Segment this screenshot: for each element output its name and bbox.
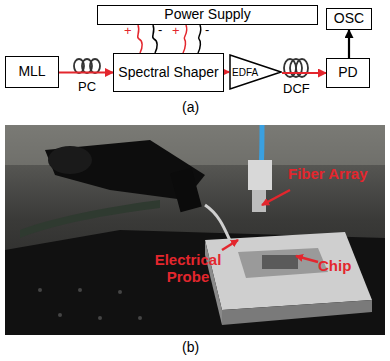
node-text: MLL	[18, 64, 45, 79]
node-text: PD	[338, 65, 357, 80]
polarity-sign: -	[205, 23, 209, 37]
power-wire	[183, 25, 187, 53]
green-rail	[20, 200, 160, 238]
fiber-array	[248, 125, 272, 212]
oscilloscope-box: OSC	[326, 8, 372, 30]
optical-table	[5, 230, 385, 335]
signal-arrow	[59, 71, 113, 73]
component-label: DCF	[283, 82, 310, 96]
power-wire	[138, 25, 143, 53]
chip-stage	[205, 232, 372, 325]
component-label: PC	[78, 80, 96, 94]
node-text: EDFA	[232, 67, 258, 78]
power-wire	[198, 25, 201, 53]
photo-background	[5, 125, 385, 335]
polarity-sign: -	[158, 23, 162, 37]
panel-label: (b)	[182, 340, 199, 355]
photo-callout: Fiber Array	[288, 166, 367, 183]
photodiode-box: PD	[326, 58, 370, 88]
fiber-coil	[284, 59, 308, 77]
leader-arrow	[262, 190, 290, 205]
panel-label: (a)	[182, 100, 199, 115]
photo-callout: Electrical Probe	[148, 252, 228, 285]
signal-arrow	[348, 30, 350, 58]
polarity-sign: +	[172, 24, 180, 38]
node-text: OSC	[334, 11, 364, 26]
node-text: Spectral Shaper	[118, 65, 218, 80]
signal-arrow	[224, 71, 229, 73]
power-supply-box: Power Supply	[97, 5, 318, 25]
polarity-sign: +	[124, 24, 132, 38]
polarization-controller	[74, 59, 100, 73]
microscope	[45, 140, 232, 245]
table-holes	[38, 288, 142, 320]
power-wire	[153, 25, 158, 53]
signal-arrow	[282, 72, 326, 74]
leader-arrow	[222, 240, 238, 250]
leader-arrow	[296, 256, 318, 262]
amplifier-triangle: EDFA	[229, 54, 282, 90]
photo-callout: Chip	[318, 258, 351, 275]
node-text: Power Supply	[164, 7, 250, 22]
spectral-shaper-box: Spectral Shaper	[113, 53, 224, 92]
laser-box: MLL	[5, 56, 59, 88]
